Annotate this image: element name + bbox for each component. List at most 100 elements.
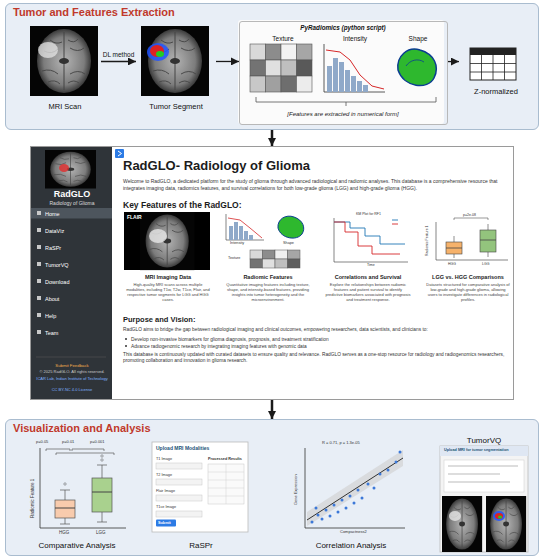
image-step: Z-normalized (459, 41, 533, 111)
svg-path (446, 248, 462, 249)
svg-rect (37, 330, 41, 334)
svg-ellipse (59, 164, 69, 172)
svg-rect (297, 76, 313, 92)
svg-path (326, 50, 384, 89)
svg-circle (311, 521, 314, 524)
svg-rect (156, 495, 202, 501)
feature-type: Shape (394, 34, 442, 96)
svg-g (311, 451, 402, 524)
svg-circle (101, 455, 103, 457)
node-text: PyRadiomics (python script) (240, 24, 446, 32)
svg-rect (275, 250, 288, 259)
node-text: Z-normalized (459, 87, 533, 96)
svg-rect (263, 250, 276, 259)
label: p=0.05 (36, 440, 48, 445)
label: Intensity (230, 241, 244, 246)
node-text: Radiomic Features (223, 274, 313, 281)
node-text: TumorVQ (437, 436, 531, 446)
label: R = 0.71, p = 1.3e-05 (322, 441, 360, 446)
node-text: LGG vs. HGG Comparisons (423, 274, 513, 281)
node-text: Texture (250, 35, 316, 43)
svg-path (55, 508, 75, 509)
svg-rect (208, 464, 244, 504)
node-text: High-quality MRI scans across multiple m… (125, 282, 211, 302)
tool-view: Comparative Analysis (21, 437, 133, 553)
node-text: Comparative Analysis (21, 541, 133, 551)
svg-rect (266, 44, 282, 60)
svg-path (334, 218, 408, 262)
svg-circle (101, 459, 103, 461)
svg-circle (357, 489, 360, 492)
svg-path (305, 448, 405, 528)
feature-card: LGG vs. HGG ComparisonsDatasets structur… (423, 213, 513, 307)
svg-g (250, 44, 312, 92)
svg-rect (281, 76, 297, 92)
svg-rect (37, 262, 41, 266)
process-box: PyRadiomics (python script)[Features are… (239, 21, 448, 125)
label: Processed Results (208, 457, 242, 462)
node-text: CC BY-NC 4.0 License (33, 388, 111, 393)
svg-rect (37, 228, 41, 232)
svg-path (226, 214, 264, 240)
svg-rect (440, 446, 528, 552)
svg-g (250, 250, 300, 268)
svg-use (30, 26, 98, 96)
svg-circle (353, 502, 356, 505)
tool-view: RaSPr (151, 437, 251, 553)
node-text: MRI Scan (29, 102, 101, 111)
flow-arrow (101, 61, 136, 62)
svg-rect (288, 259, 301, 268)
svg-circle (361, 497, 364, 500)
svg-circle (317, 514, 320, 517)
node-text: Tumor and Features Extraction (13, 6, 175, 19)
node-text: Advance radiogenomic research by integra… (131, 344, 501, 350)
svg-g (140, 212, 194, 270)
label: Time (367, 263, 375, 267)
node-text: TumorVQ (45, 262, 109, 269)
svg-circle (321, 518, 324, 521)
svg-path (392, 220, 398, 221)
svg-circle (329, 515, 332, 518)
node-text: Correlation Analysis (291, 541, 411, 551)
node-text: Welcome to RadGLO, a dedicated platform … (123, 178, 508, 191)
svg-rect (156, 511, 202, 517)
svg-use (442, 496, 482, 552)
label: LGG (96, 530, 106, 535)
svg-path (36, 357, 106, 358)
feature-type: Texture (250, 34, 316, 96)
label: Radiomic Feature 1 (425, 225, 429, 256)
svg-rect (357, 81, 362, 92)
svg-path (92, 492, 112, 493)
label: Radiomic Feature 1 (30, 479, 35, 518)
svg-path (392, 224, 398, 225)
feature-type: Intensity (322, 34, 388, 96)
svg-rect (37, 313, 41, 317)
node-text: Radiology of Glioma (31, 200, 113, 206)
feature-card: Correlations and SurvivalExplore the rel… (323, 213, 413, 307)
label: FLAIR (127, 214, 142, 220)
svg-path (392, 220, 398, 224)
label: p=0.001 (90, 440, 105, 445)
node-text: Quantitative imaging features including … (225, 282, 311, 302)
label: Submit (158, 521, 171, 526)
label: T1ce Image (156, 505, 176, 510)
node-text: Shape (394, 35, 442, 43)
svg-path (46, 449, 114, 455)
svg-rect (30, 208, 112, 219)
flow-arrow (271, 130, 274, 146)
svg-circle (379, 473, 382, 476)
svg-rect (37, 279, 41, 283)
svg-ellipse (149, 229, 167, 243)
node-text: Purpose and Vision: (123, 315, 423, 324)
svg-rect (124, 212, 210, 270)
website-screenshot: RadGLO- Radiology of GliomaWelcome to Ra… (30, 146, 514, 400)
svg-rect (281, 60, 297, 76)
svg-rect (30, 146, 112, 400)
svg-rect (250, 76, 266, 92)
svg-circle (345, 507, 348, 510)
svg-path (40, 448, 126, 528)
svg-circle (325, 509, 328, 512)
label: Gene Expression (294, 474, 299, 505)
svg-circle (395, 461, 398, 464)
svg-use (45, 150, 96, 189)
